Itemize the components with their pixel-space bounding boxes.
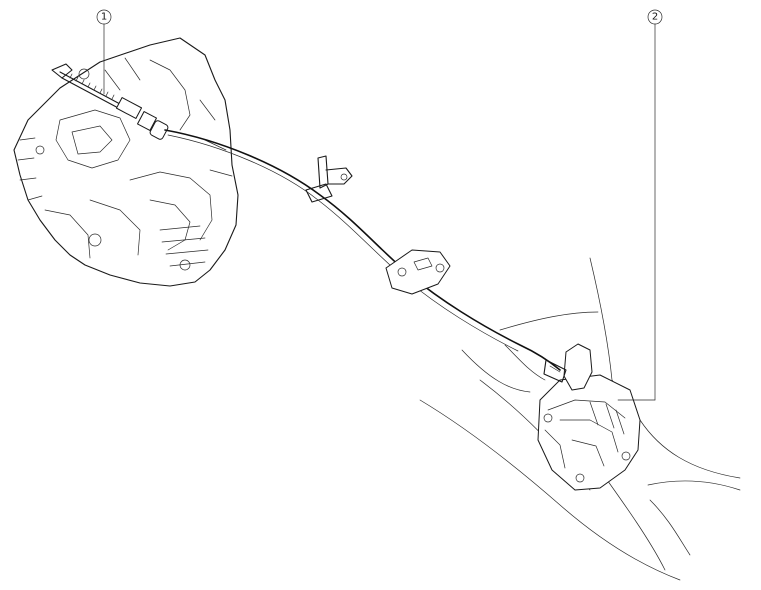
transaxle-housing <box>13 37 239 287</box>
cable-bracket-upper <box>305 155 353 203</box>
shift-cable <box>164 129 561 371</box>
callout-2-label: 2 <box>652 12 658 23</box>
shift-lever-assembly <box>537 343 641 491</box>
callout-2: 2 <box>617 9 663 401</box>
cable-bracket-lower <box>385 249 451 295</box>
callout-1: 1 <box>96 9 112 95</box>
cable-end-fitting <box>51 63 169 140</box>
floor-console-outline <box>419 257 741 581</box>
callout-1-label: 1 <box>101 12 107 23</box>
